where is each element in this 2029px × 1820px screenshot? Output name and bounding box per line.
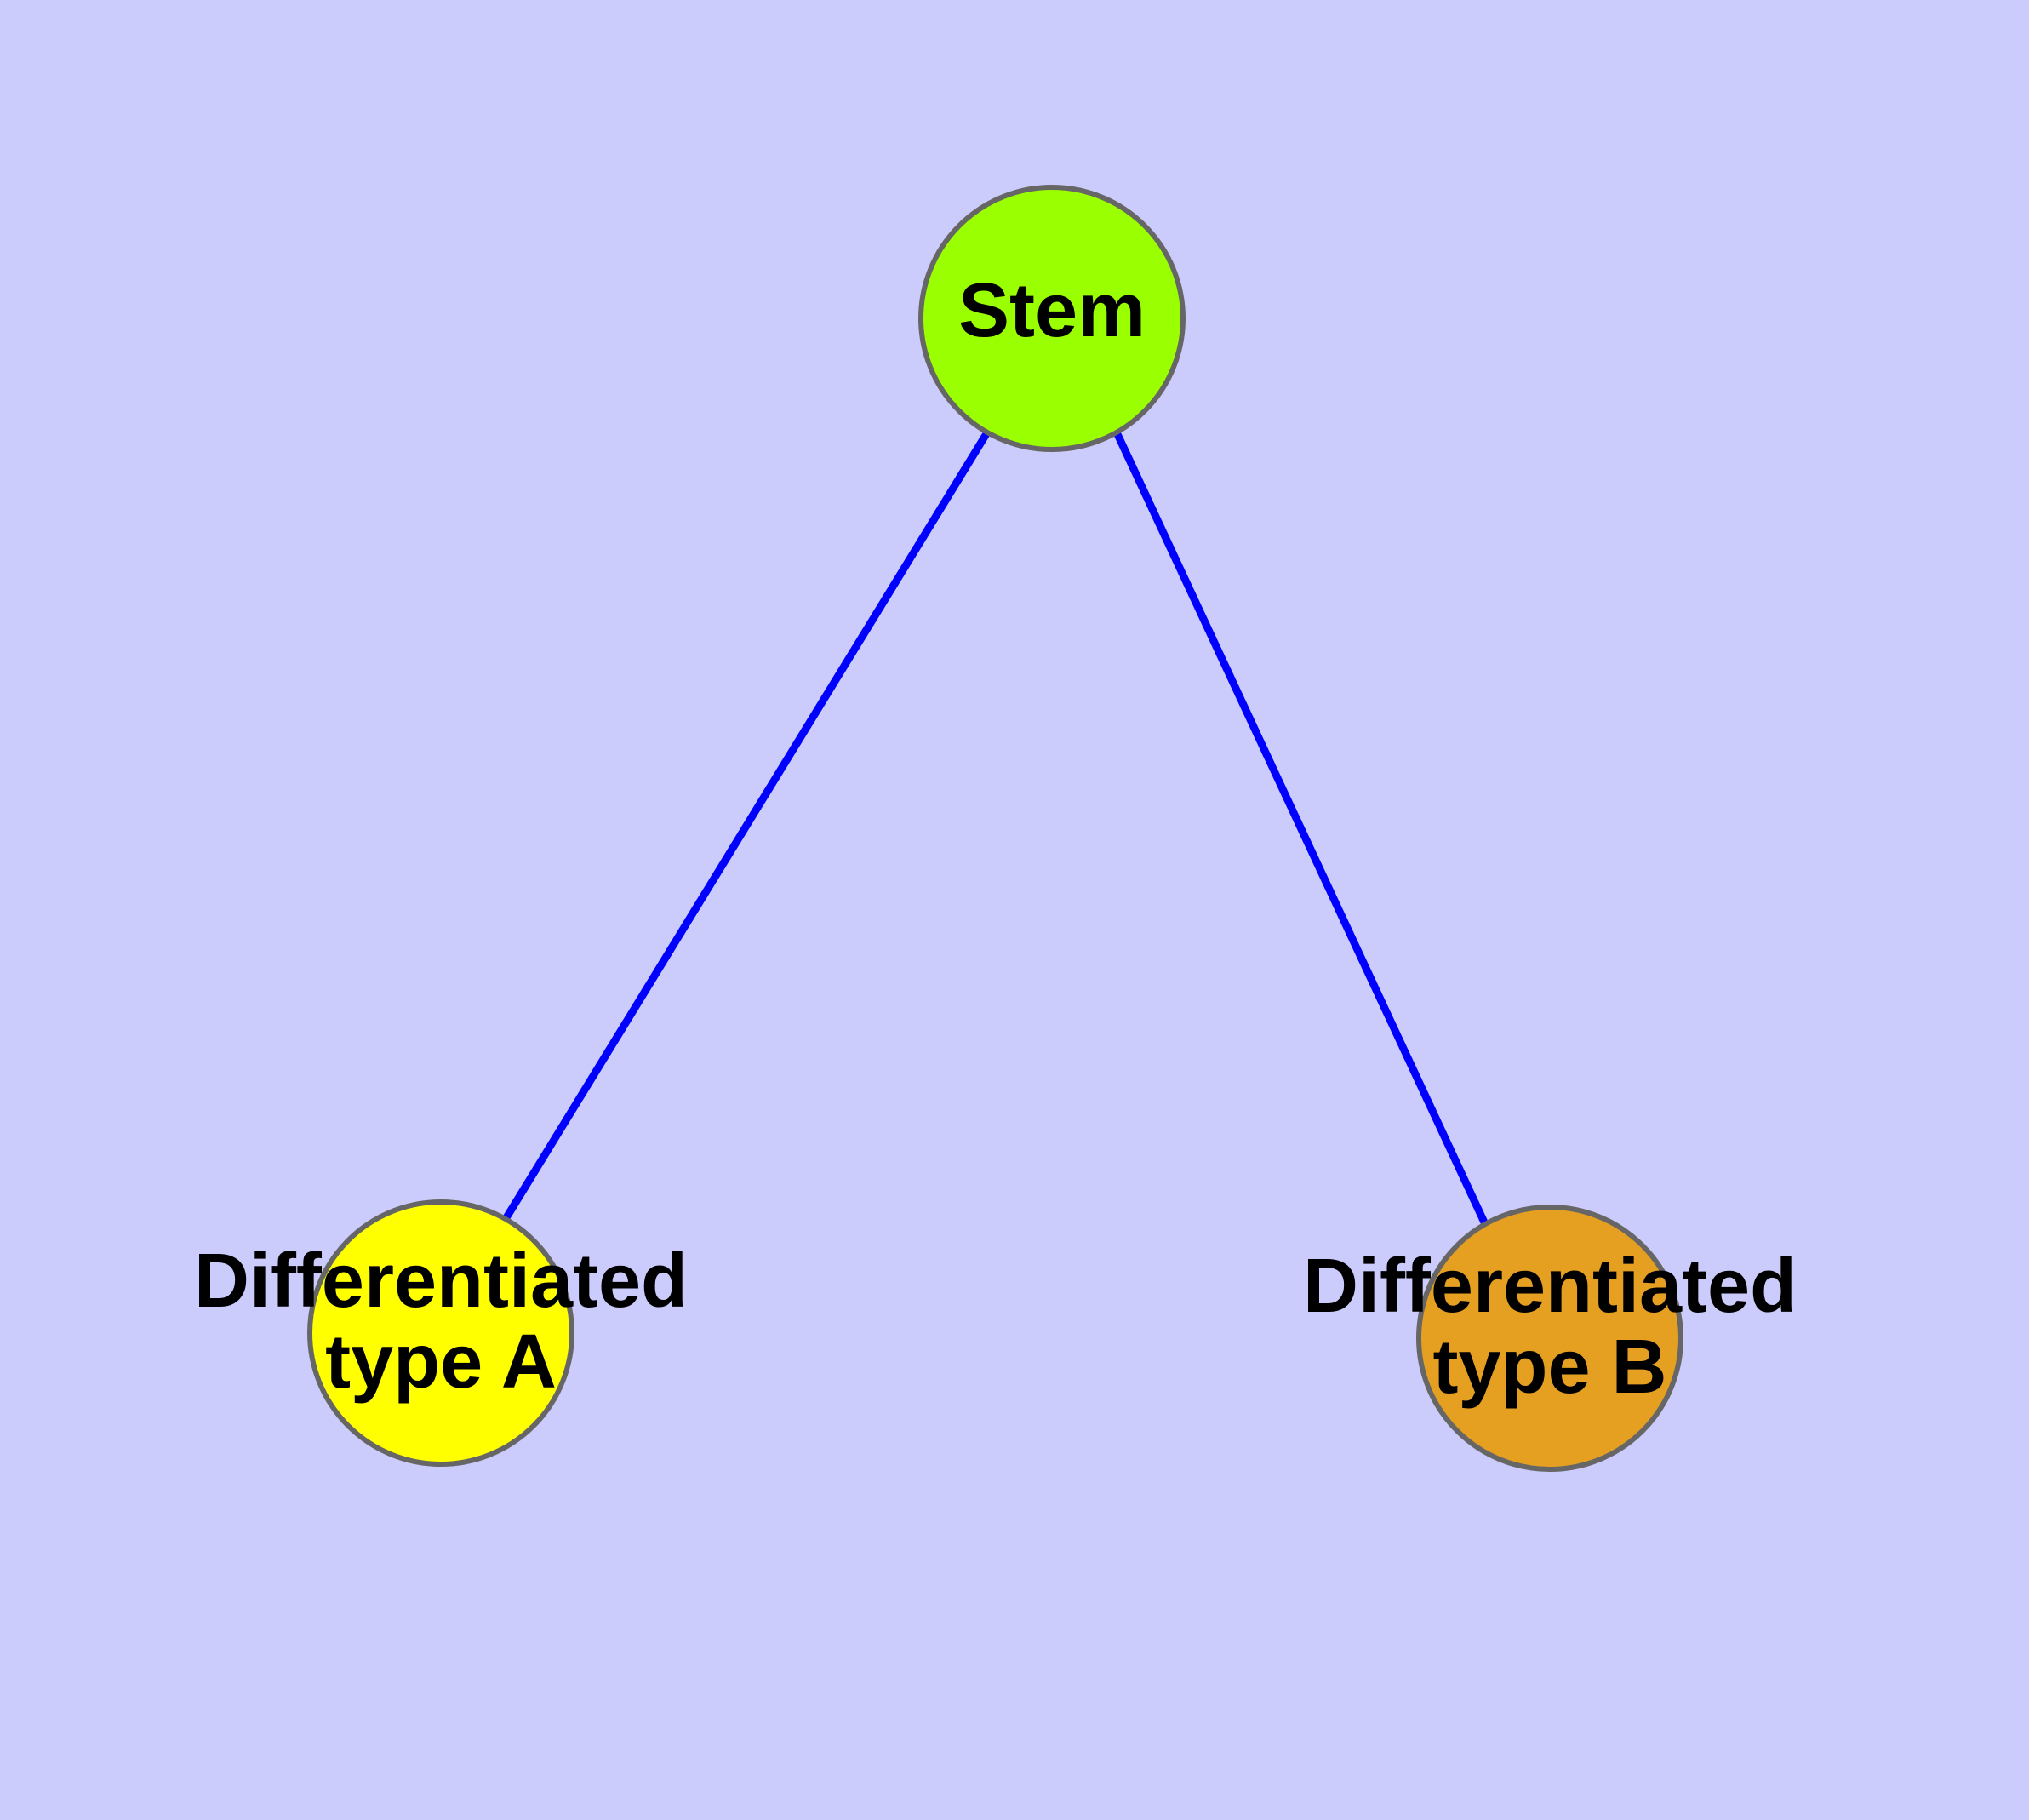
edge-layer (502, 430, 1489, 1226)
node-layer (307, 185, 1683, 1472)
node-stem-circle[interactable] (918, 185, 1186, 452)
node-diff-b-circle[interactable] (1416, 1205, 1683, 1472)
edge-stem-to-diff-b (1112, 431, 1489, 1226)
edge-stem-to-diff-a (502, 430, 991, 1222)
node-diff-a-circle[interactable] (307, 1199, 574, 1467)
